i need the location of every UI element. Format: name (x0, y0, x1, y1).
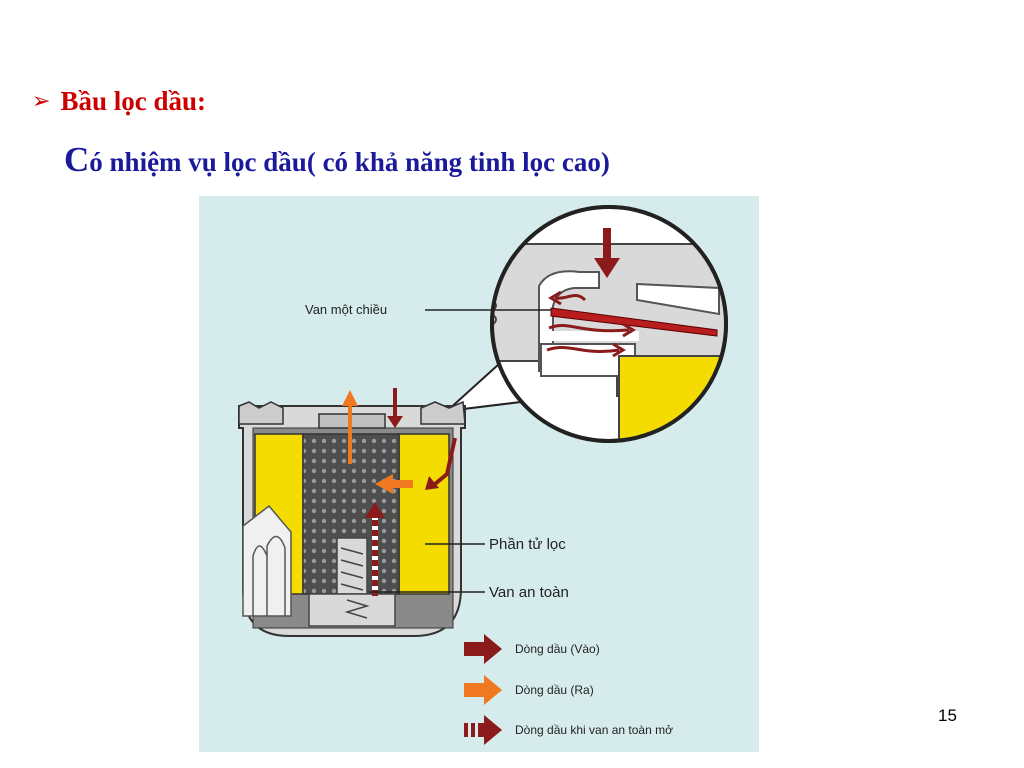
label-filter-element: Phần tử lọc (489, 536, 566, 553)
oil-filter-diagram: Van một chiều Phần tử lọc Van an toàn Dò… (199, 196, 759, 752)
legend-inlet-label: Dòng dầu (Vào) (515, 642, 600, 656)
legend-outlet-label: Dòng dầu (Ra) (515, 683, 594, 697)
legend-outlet-arrow-icon (464, 675, 502, 705)
filter-housing (238, 400, 466, 637)
slide-subline: Có nhiệm vụ lọc dầu( có khả năng tinh lọ… (64, 140, 610, 180)
check-valve-zoom (490, 205, 728, 443)
subline-first-letter: C (64, 140, 90, 179)
side-inlet-arrow-icon (433, 437, 457, 486)
legend-inlet-arrow-icon (464, 634, 502, 664)
legend-bypass-label: Dòng dầu khi van an toàn mở (515, 723, 673, 737)
slide-number: 15 (938, 706, 957, 725)
label-check-valve: Van một chiều (305, 302, 387, 317)
label-safety-valve: Van an toàn (489, 584, 569, 601)
arrow-bullet-icon: ➢ (32, 89, 51, 114)
legend-bypass-arrow-icon (464, 723, 468, 737)
slide-heading: ➢ Bầu lọc dầu: (32, 86, 206, 117)
legend: Dòng dầu (Vào) Dòng dầu (Ra) Dòng dầu kh… (464, 634, 673, 745)
heading-text: Bầu lọc dầu: (60, 86, 206, 116)
subline-text: ó nhiệm vụ lọc dầu( có khả năng tinh lọc… (89, 147, 610, 177)
